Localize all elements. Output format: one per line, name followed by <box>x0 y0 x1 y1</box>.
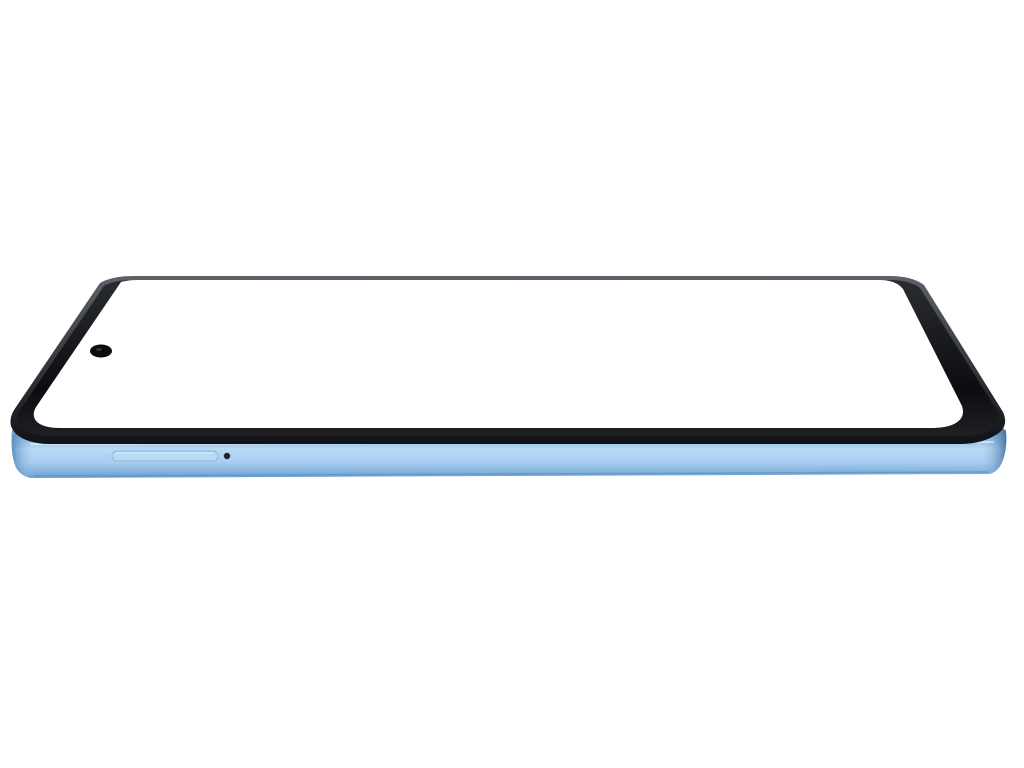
phone-screen <box>33 280 963 428</box>
sim-eject-pinhole-icon <box>223 452 231 460</box>
punch-hole-camera-icon <box>90 344 112 358</box>
